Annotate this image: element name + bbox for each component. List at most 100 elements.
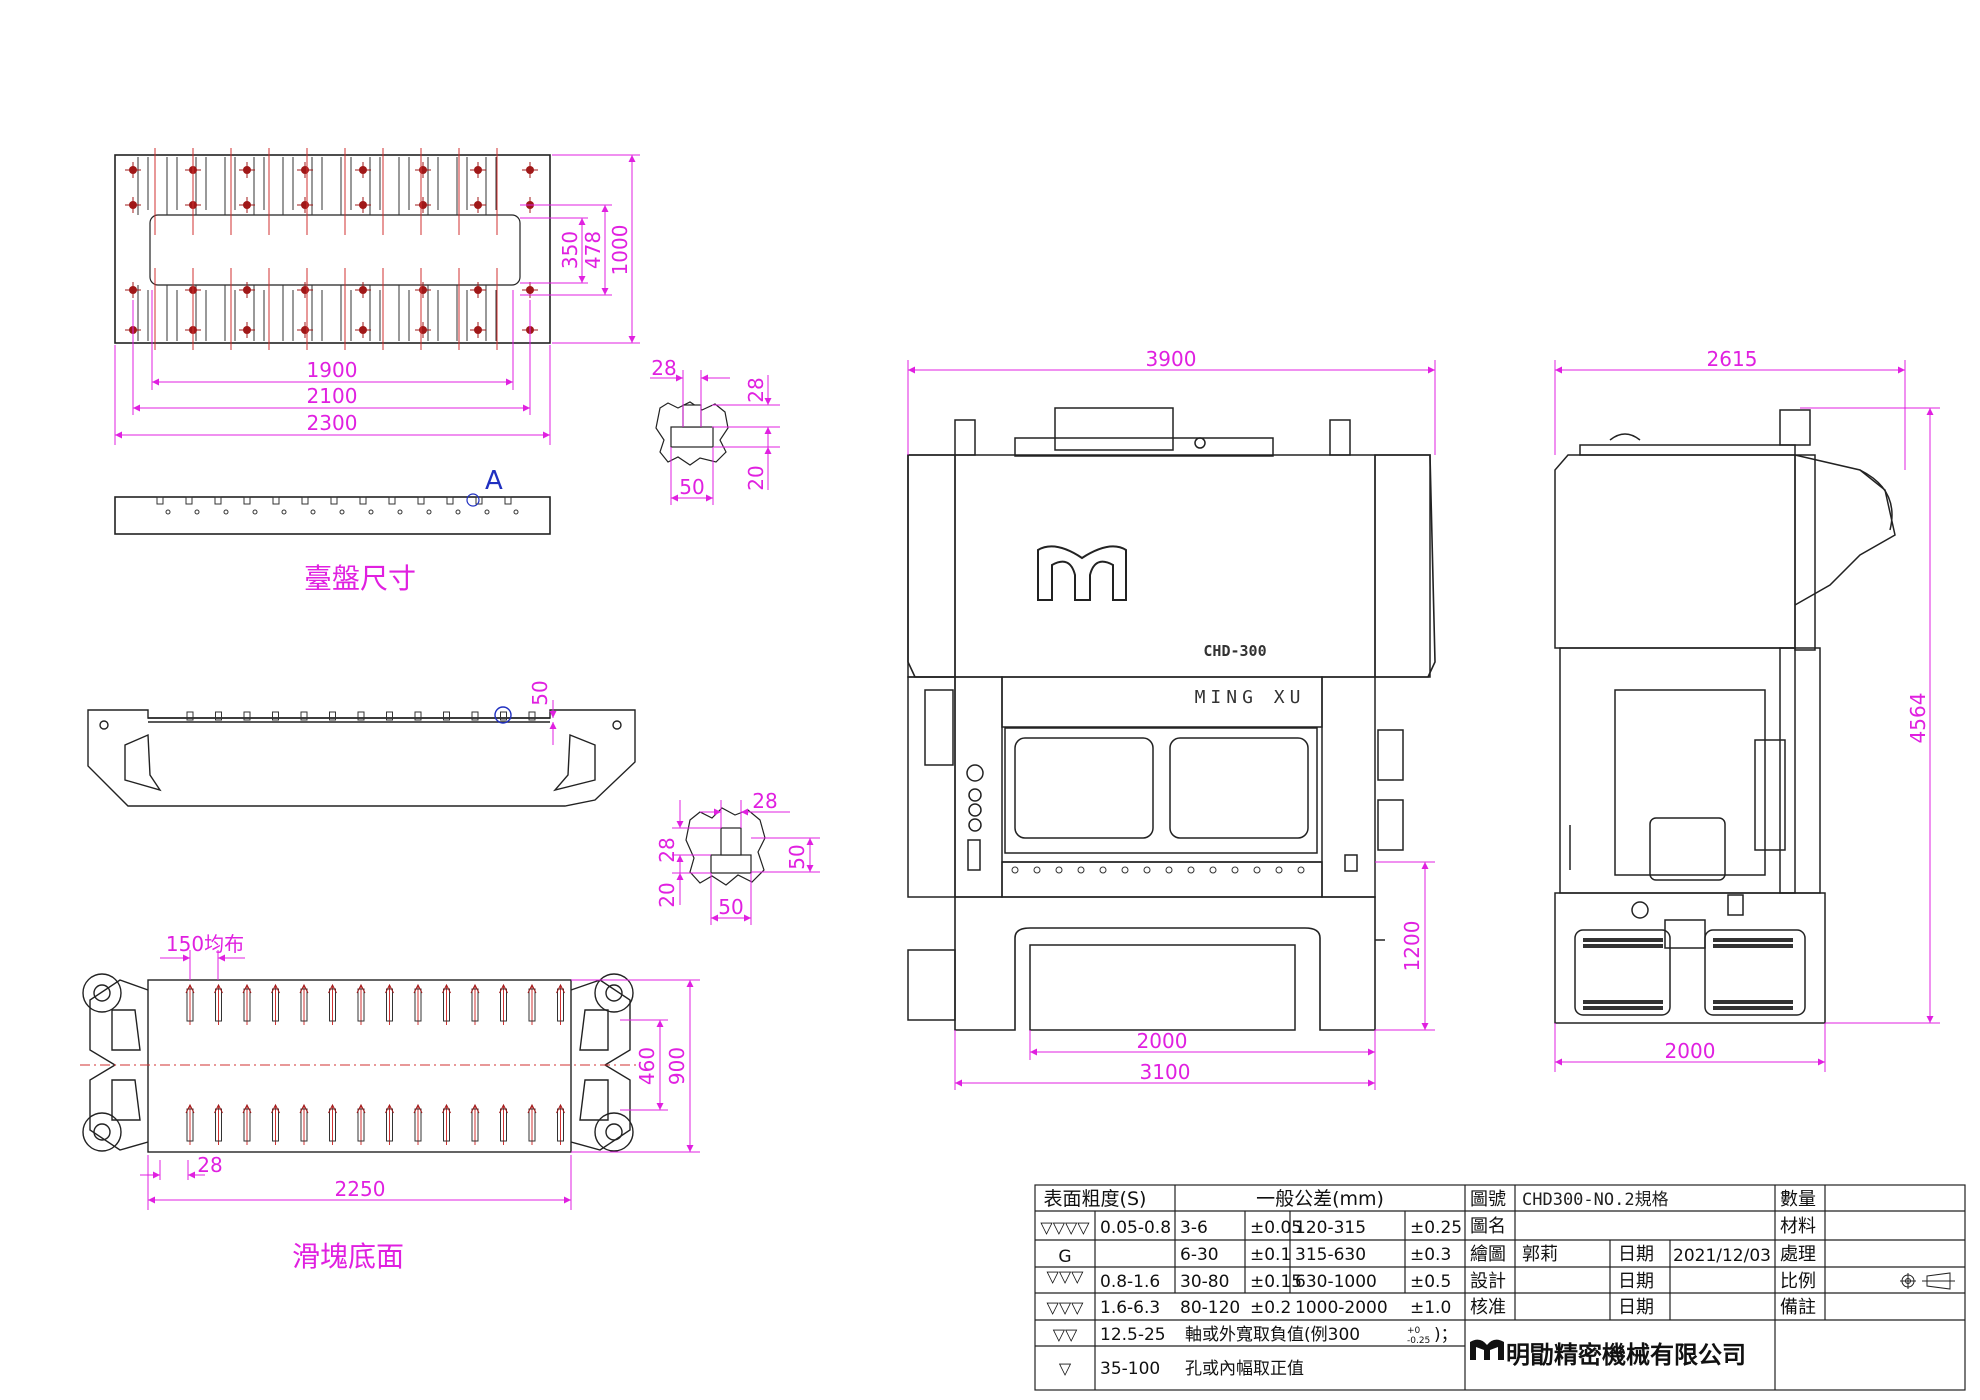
dim-50-slide: 50 (528, 680, 552, 705)
side-vent-strip (1713, 938, 1793, 942)
slide-bottom-slot-arrow (413, 983, 423, 994)
slide-bottom-slot-arrow (271, 1103, 280, 1114)
front-slide-hole (1121, 866, 1129, 874)
t-slot-detail-mid: 28 28 50 20 50 (655, 789, 820, 925)
slide-bottom-slot-arrow (185, 1103, 195, 1114)
tb-tb-4: ±1.0 (1410, 1298, 1451, 1318)
slide-bottom-slot-arrow (499, 983, 508, 994)
tb-drawing-name-label: 圖名 (1470, 1216, 1506, 1237)
front-slide-hole (1231, 866, 1239, 874)
dim-2000-front: 2000 (1137, 1029, 1188, 1053)
slide-bottom-slot (557, 988, 564, 1022)
tb-a-4: 80-120 (1180, 1298, 1240, 1318)
table-front-slot (504, 496, 512, 505)
tb-scale-label: 比例 (1780, 1271, 1816, 1292)
front-slide-hole (1099, 866, 1107, 874)
dim-28-mid-depth: 28 (655, 837, 679, 862)
dim-2615: 2615 (1707, 347, 1758, 371)
tb-b-1: 120-315 (1295, 1218, 1366, 1238)
table-plan-title: 臺盤尺寸 (304, 562, 416, 595)
slide-bottom-slot (443, 1108, 450, 1142)
slide-side-slot (243, 711, 251, 721)
table-front-hole (339, 509, 345, 515)
side-vent-strip (1583, 944, 1663, 948)
tb-note-6: 孔或內幅取正值 (1185, 1359, 1304, 1379)
tb-ta-2: ±0.1 (1250, 1245, 1291, 1265)
slide-bottom-slot-arrow (242, 983, 252, 994)
t-slot-detail-top: 28 28 50 20 (650, 356, 780, 505)
table-front-hole (165, 509, 171, 515)
slide-bottom-slot (471, 1108, 479, 1142)
slide-side-slot (471, 711, 479, 721)
slide-bottom-slot-arrow (385, 983, 394, 994)
slide-side-slot (272, 711, 279, 721)
tb-a-3: 30-80 (1180, 1272, 1229, 1292)
front-slide-hole (1055, 866, 1063, 874)
table-front-hole (455, 509, 461, 515)
slide-bottom-slot-arrow (356, 983, 366, 994)
slide-bottom-slot (215, 988, 222, 1022)
slide-bottom-slot-arrow (527, 1103, 537, 1114)
tb-range-3: 0.8-1.6 (1100, 1272, 1160, 1292)
slide-bottom-view: 150均布 28 2250 900 460 滑塊底面 (80, 932, 700, 1273)
dim-28-mid-width: 28 (752, 789, 777, 813)
side-vent-strip (1713, 1000, 1793, 1004)
tb-drawing-no-label: 圖號 (1470, 1189, 1506, 1210)
tb-sym-1: ▽▽▽▽ (1040, 1218, 1090, 1237)
tb-a-1: 3-6 (1180, 1218, 1208, 1238)
table-front-slot (156, 496, 164, 505)
tb-sym-6: ▽ (1059, 1359, 1072, 1378)
tb-range-1: 0.05-0.8 (1100, 1218, 1171, 1238)
company-name: 明勖精密機械有限公司 (1506, 1341, 1746, 1369)
tb-date-value: 2021/12/03 (1673, 1246, 1771, 1266)
title-block: 表面粗度(S) 一般公差(mm) ▽▽▽▽ 0.05-0.8 3-6 ±0.05… (1034, 1184, 1966, 1391)
tb-range-6: 35-100 (1100, 1359, 1160, 1379)
slide-bottom-slot (243, 1108, 251, 1142)
side-vent-strip (1583, 1006, 1663, 1010)
detail-marker-circle (466, 493, 480, 507)
slide-side-slot (300, 711, 308, 721)
tb-sym-4: ▽▽▽ (1047, 1298, 1085, 1317)
table-front-slot (359, 496, 367, 505)
dim-2300: 2300 (307, 411, 358, 435)
table-t-slots (137, 157, 497, 341)
dim-2000-side: 2000 (1665, 1039, 1716, 1063)
dim-28-width: 28 (651, 356, 676, 380)
table-front-hole (513, 509, 519, 515)
dim-900: 900 (665, 1047, 689, 1085)
slide-bottom-slot-arrow (299, 983, 309, 994)
tb-tb-3: ±0.5 (1410, 1272, 1451, 1292)
tb-drafter-value: 郭莉 (1522, 1244, 1558, 1265)
slide-bottom-slot-arrow (242, 1103, 252, 1114)
slide-bottom-slot-arrow (413, 1103, 423, 1114)
front-slide-hole (1209, 866, 1217, 874)
slide-side-slot (500, 711, 507, 721)
dim-460: 460 (635, 1047, 659, 1085)
tb-tb-1: ±0.25 (1410, 1218, 1462, 1238)
slide-bottom-slot (528, 1108, 536, 1142)
press-front-view (907, 407, 1436, 1031)
front-slide-hole (1011, 866, 1019, 874)
table-front-slot (388, 496, 396, 505)
table-front-view (114, 496, 551, 535)
table-front-hole (310, 509, 316, 515)
slide-bottom-slot (300, 1108, 308, 1142)
front-slide-hole (1253, 866, 1261, 874)
side-vent-strip (1713, 944, 1793, 948)
table-front-hole (484, 509, 490, 515)
tb-design-label: 設計 (1470, 1271, 1506, 1292)
slide-side-slot (186, 711, 194, 721)
slide-bottom-slot-arrow (470, 983, 480, 994)
slide-bottom-slot (186, 988, 194, 1022)
table-bolt-holes (125, 148, 538, 350)
dim-28-depth: 28 (744, 377, 768, 402)
slide-bottom-slot (414, 988, 422, 1022)
tb-approve-label: 核准 (1470, 1297, 1506, 1318)
slide-bottom-slot (329, 988, 336, 1022)
dim-350: 350 (558, 231, 582, 269)
slide-bottom-title: 滑塊底面 (292, 1240, 404, 1273)
dim-1200: 1200 (1400, 921, 1424, 972)
slide-bottom-slot (500, 988, 507, 1022)
slide-bottom-slot-arrow (556, 1103, 565, 1114)
tb-note-5-end: )； (1434, 1325, 1458, 1345)
